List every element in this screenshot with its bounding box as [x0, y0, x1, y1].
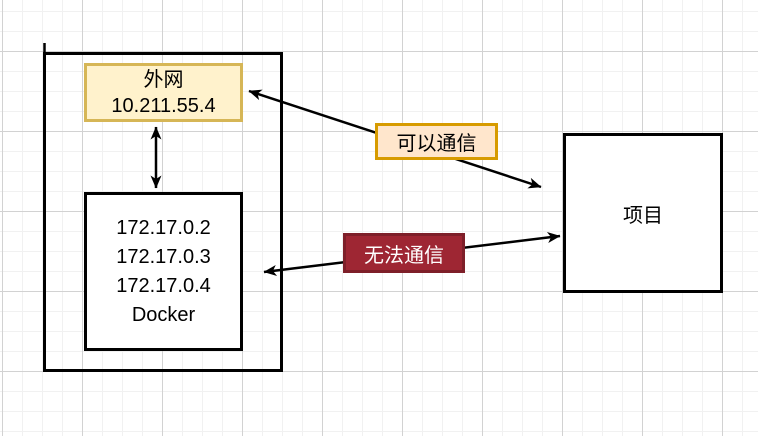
can-communicate-label-text: 可以通信	[396, 133, 477, 155]
docker-node: 172.17.0.2 172.17.0.3 172.17.0.4 Docker	[84, 192, 243, 351]
docker-ip-2: 172.17.0.3	[116, 245, 211, 268]
cannot-communicate-label: 无法通信	[343, 233, 465, 273]
external-network-node: 外网 10.211.55.4	[84, 63, 243, 122]
external-network-ip: 10.211.55.4	[111, 94, 216, 117]
docker-ip-3: 172.17.0.4	[116, 274, 211, 297]
project-label: 项目	[623, 204, 663, 227]
cannot-communicate-label-text: 无法通信	[364, 244, 444, 267]
can-communicate-label: 可以通信	[375, 123, 498, 160]
external-network-name: 外网	[143, 68, 184, 91]
docker-title: Docker	[131, 303, 196, 326]
host-container-box	[43, 52, 283, 372]
project-node: 项目	[563, 133, 723, 293]
docker-ip-1: 172.17.0.2	[116, 216, 211, 239]
